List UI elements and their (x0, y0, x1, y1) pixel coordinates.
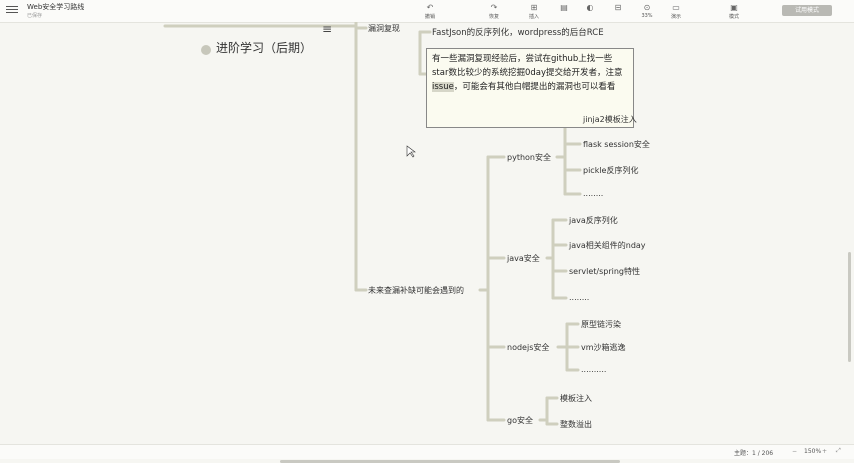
layout-button[interactable]: ⊟ (608, 3, 628, 13)
zoom-button[interactable]: ⊙33% (637, 3, 657, 19)
notes-icon[interactable]: ≡ (322, 22, 333, 36)
go-item[interactable]: 模板注入 (560, 394, 592, 403)
collapse-circle-icon[interactable] (201, 45, 211, 55)
mouse-cursor-icon (406, 145, 416, 158)
topic-python[interactable]: python安全 (507, 153, 551, 162)
title-bar: Web安全学习路线 已保存 ↶撤销 ↷恢复 ⊞插入 ▤ ◐ ⊟ ⊙33% ▭演示… (0, 0, 854, 23)
nodejs-item[interactable]: .......... (581, 365, 607, 374)
java-item[interactable]: servlet/spring特性 (569, 267, 640, 276)
note-0day-tip[interactable]: 有一些漏洞复现经验后，尝试在github上找一些star数比较少的系统挖掘0da… (426, 48, 634, 128)
go-item[interactable]: 整数溢出 (560, 420, 592, 429)
python-item[interactable]: flask session安全 (583, 140, 650, 149)
zoom-in-icon[interactable]: + (822, 448, 828, 455)
status-bar: 主题：1 / 206 − 150% + ⤢ (0, 444, 854, 459)
python-item[interactable]: pickle反序列化 (583, 166, 639, 175)
topic-go[interactable]: go安全 (507, 416, 533, 425)
java-item[interactable]: java相关组件的nday (569, 241, 646, 250)
fullscreen-icon[interactable]: ⤢ (836, 447, 841, 454)
mindmap-canvas[interactable]: 进阶学习（后期） ≡ 漏洞复现 FastJson的反序列化，wordpress的… (0, 22, 854, 463)
topic-count: 主题：1 / 206 (734, 450, 774, 457)
topic-vuln-repro[interactable]: 漏洞复现 (368, 24, 400, 33)
python-item[interactable]: ........ (583, 189, 604, 198)
topic-advanced-learning[interactable]: 进阶学习（后期） (216, 41, 313, 55)
java-item[interactable]: java反序列化 (569, 216, 618, 225)
present-icon: ▭ (672, 3, 680, 12)
undo-icon: ↶ (426, 3, 434, 12)
repro-detail[interactable]: FastJson的反序列化，wordpress的后台RCE (432, 28, 604, 38)
theme-icon: ◐ (586, 3, 594, 12)
style-button[interactable]: ▤ (554, 3, 574, 13)
insert-icon: ⊞ (530, 3, 538, 12)
style-icon: ▤ (560, 3, 568, 12)
python-item[interactable]: jinja2模板注入 (583, 115, 637, 124)
connector-lines (163, 22, 582, 426)
mode-icon: ▣ (730, 3, 738, 12)
zoom-level[interactable]: 150% (804, 448, 822, 455)
undo-button[interactable]: ↶撤销 (420, 3, 440, 20)
present-button[interactable]: ▭演示 (666, 3, 686, 20)
redo-icon: ↷ (490, 3, 498, 12)
highlight-issue: issue (432, 82, 454, 92)
nodejs-item[interactable]: 原型链污染 (581, 320, 621, 329)
topic-nodejs[interactable]: nodejs安全 (507, 343, 550, 352)
zoom-icon: ⊙ (643, 3, 651, 12)
theme-button[interactable]: ◐ (580, 3, 600, 13)
nodejs-item[interactable]: vm沙箱逃逸 (581, 343, 626, 352)
vertical-scrollbar[interactable] (848, 252, 851, 362)
topic-java[interactable]: java安全 (507, 254, 540, 263)
layout-icon: ⊟ (614, 3, 622, 12)
trial-mode-button[interactable]: 试用模式 (782, 5, 832, 16)
insert-button[interactable]: ⊞插入 (524, 3, 544, 20)
save-status: 已保存 (27, 13, 43, 19)
mode-toggle-button[interactable]: ▣模式 (724, 3, 744, 20)
redo-button[interactable]: ↷恢复 (484, 3, 504, 20)
menu-icon[interactable] (6, 4, 18, 16)
topic-future-gaps[interactable]: 未来查漏补缺可能会遇到的 (368, 286, 464, 295)
zoom-out-icon[interactable]: − (792, 448, 798, 455)
java-item[interactable]: ........ (569, 293, 590, 302)
document-title[interactable]: Web安全学习路线 (27, 3, 85, 11)
